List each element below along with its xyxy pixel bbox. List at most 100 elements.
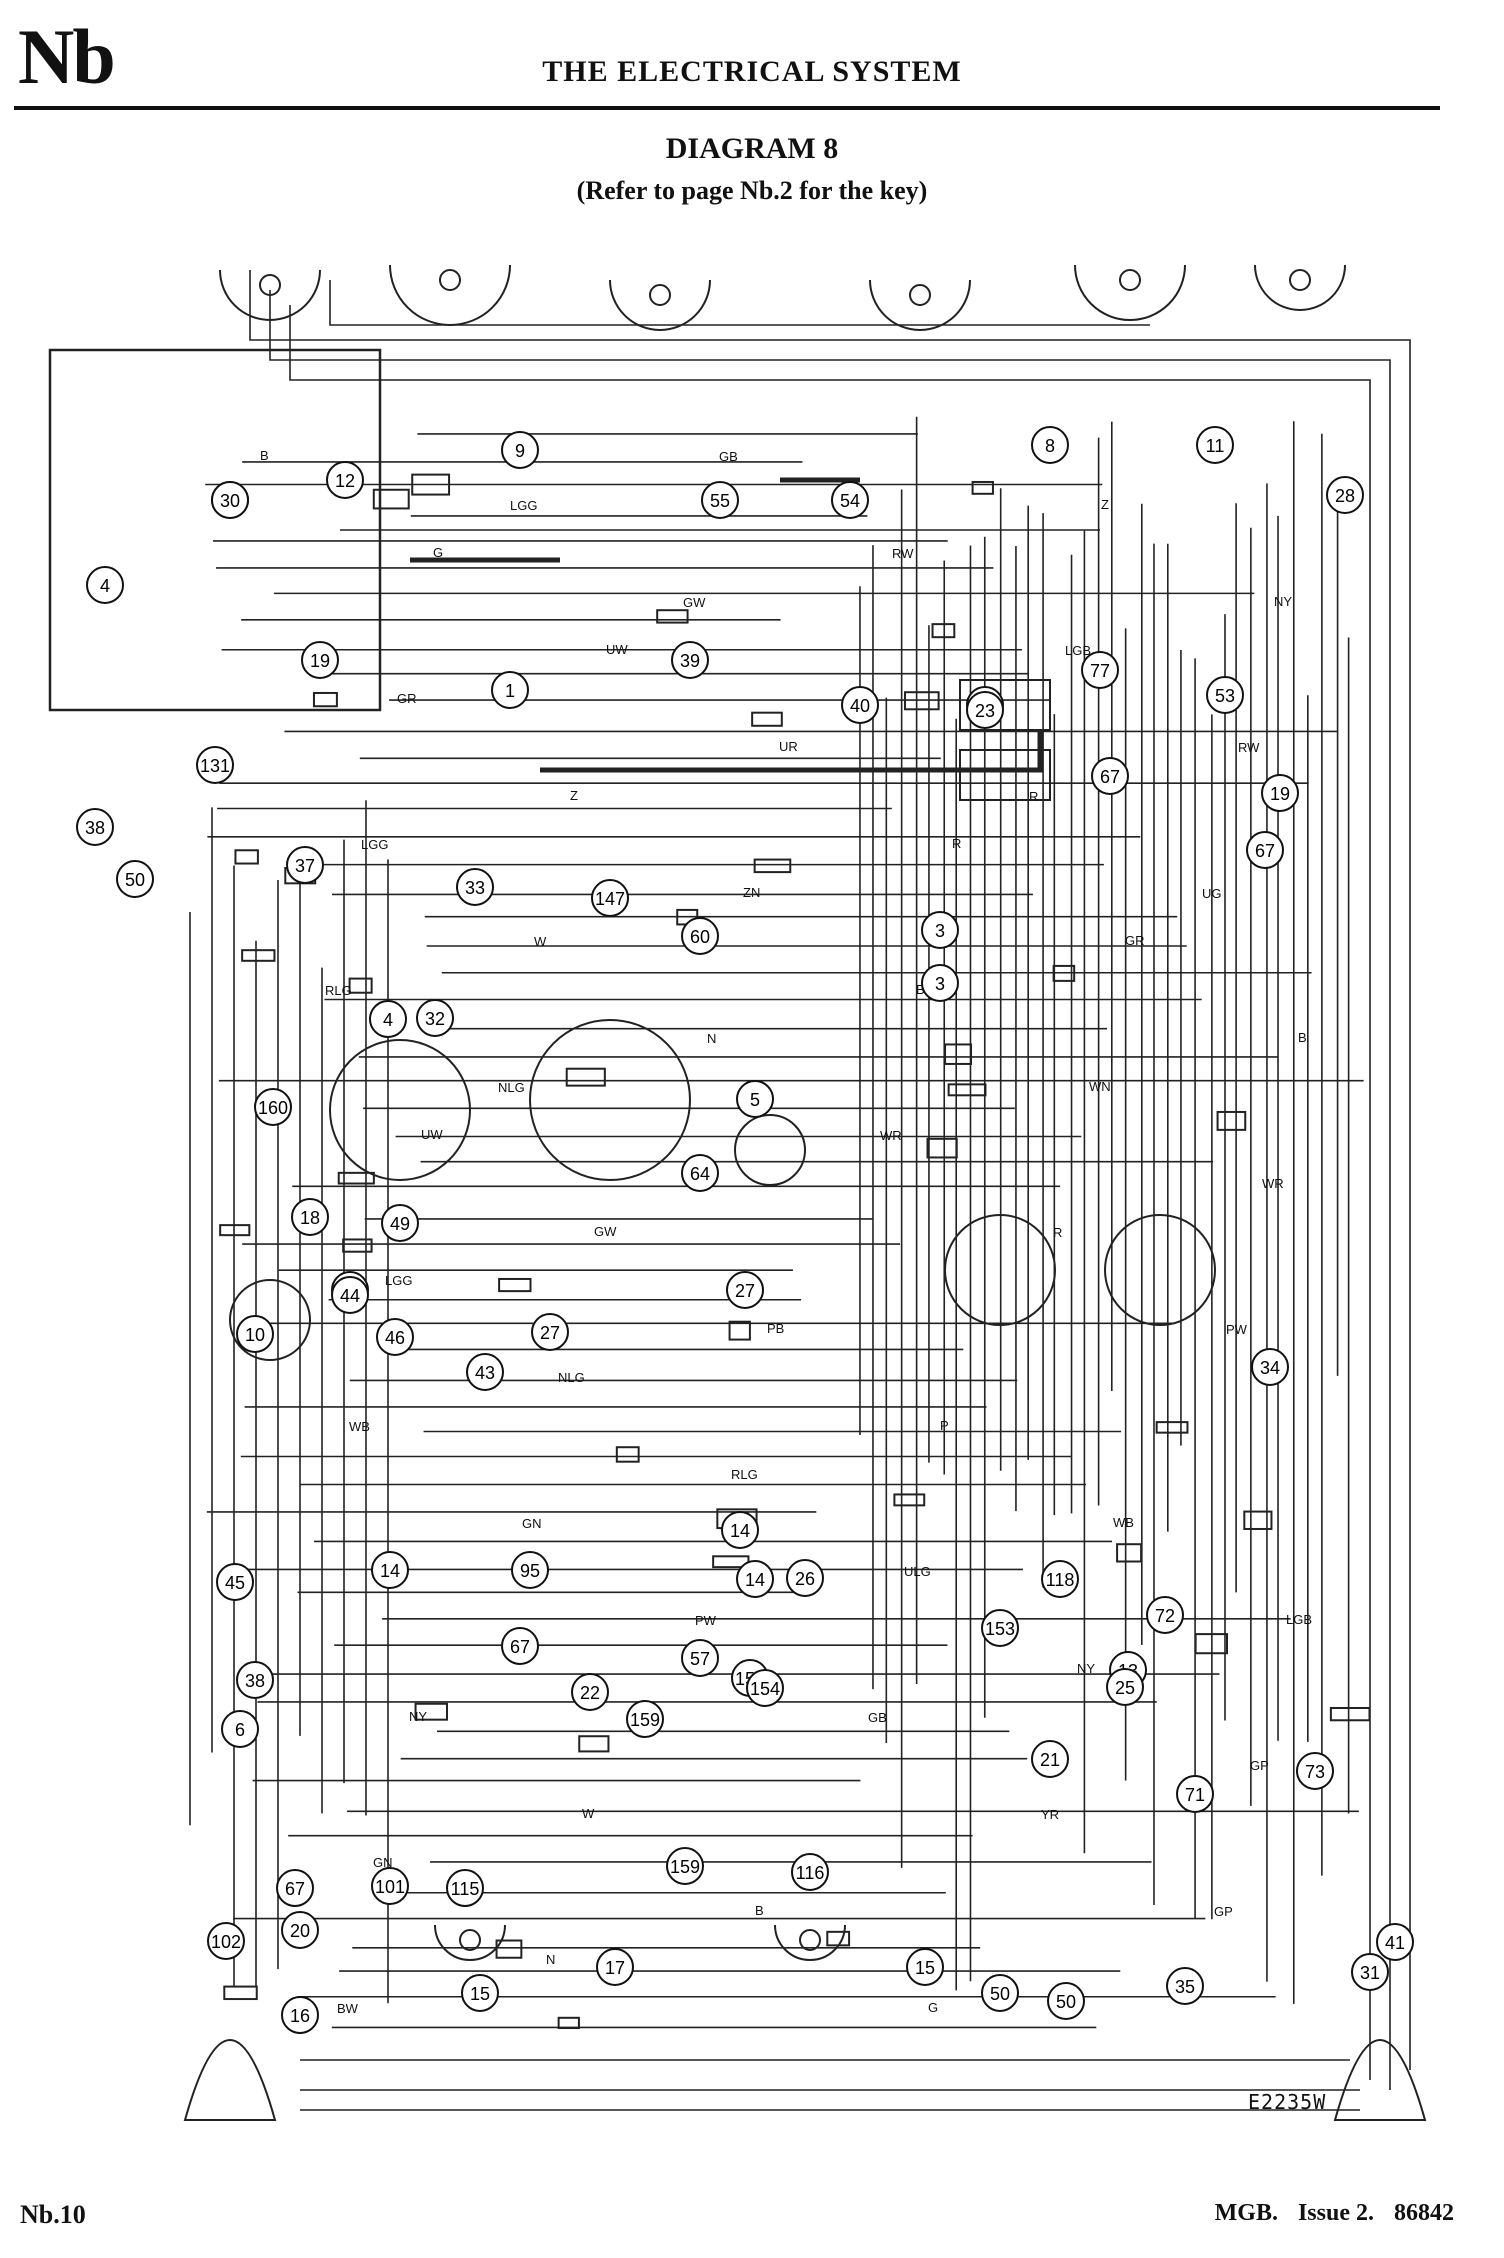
component-callout: 23	[966, 691, 1004, 729]
callout-number: 72	[1155, 1606, 1175, 1626]
callout-number: 102	[211, 1932, 241, 1952]
inset-box	[48, 348, 382, 712]
connector-symbol	[1329, 1706, 1371, 1722]
wire-code-label: BW	[337, 2001, 359, 2016]
callout-number: 33	[465, 878, 485, 898]
callout-number: 12	[335, 471, 355, 491]
component-callout: 19	[301, 641, 339, 679]
connector-symbol	[337, 1171, 375, 1185]
callout-number: 16	[290, 2006, 310, 2026]
gauge-symbol	[734, 1114, 806, 1186]
connector-symbol	[495, 1939, 523, 1959]
wire-code-label: G	[928, 2000, 938, 2015]
component-callout: 53	[1206, 676, 1244, 714]
wire-code-label: WN	[1089, 1079, 1111, 1094]
lamp-symbol	[389, 264, 511, 326]
component-callout: 22	[571, 1673, 609, 1711]
wire-code-label: B	[916, 982, 925, 997]
callout-number: 22	[580, 1683, 600, 1703]
callout-number: 154	[750, 1679, 780, 1699]
component-callout: 15	[461, 1974, 499, 2012]
header-rule	[14, 106, 1440, 110]
component-callout: 38	[236, 1661, 274, 1699]
callout-number: 18	[300, 1208, 320, 1228]
wire-code-label: GN	[373, 1855, 393, 1870]
wire-code-label: PW	[1226, 1322, 1248, 1337]
callout-number: 38	[245, 1671, 265, 1691]
connector-symbol	[348, 977, 373, 994]
component-callout: 14	[371, 1551, 409, 1589]
wire-code-label: RLG	[731, 1467, 758, 1482]
connector-symbol	[578, 1735, 610, 1753]
callout-number: 9	[515, 441, 525, 461]
battery-symbol	[959, 679, 1051, 731]
callout-number: 46	[385, 1328, 405, 1348]
callout-number: 14	[745, 1570, 765, 1590]
callout-number: 50	[125, 870, 145, 890]
callout-number: 3	[935, 921, 945, 941]
component-callout: 8	[1031, 426, 1069, 464]
callout-number: 14	[730, 1521, 750, 1541]
wire-code-label: WB	[1113, 1515, 1134, 1530]
wire-code-label: ULG	[904, 1564, 931, 1579]
callout-number: 35	[1175, 1977, 1195, 1997]
harness-trunk-0	[269, 290, 1391, 2090]
callout-number: 39	[680, 651, 700, 671]
component-callout: 16	[281, 1996, 319, 2034]
component-callout: 15	[906, 1948, 944, 1986]
wire-code-label: LGG	[510, 498, 537, 513]
callout-number: 50	[990, 1984, 1010, 2004]
component-callout: 131	[196, 746, 234, 784]
callout-number: 25	[1115, 1678, 1135, 1698]
connector-symbol	[411, 473, 451, 496]
component-callout: 147	[591, 879, 629, 917]
component-callout: 5	[736, 1080, 774, 1118]
component-callout: 34	[1251, 1348, 1289, 1386]
callout-number: 67	[1255, 841, 1275, 861]
wire-code-label: Z	[570, 788, 578, 803]
callout-number: 26	[795, 1569, 815, 1589]
wire-code-label: RW	[1238, 740, 1260, 755]
wire-code-label: LGG	[361, 837, 388, 852]
wire-code-label: PW	[695, 1613, 717, 1628]
callout-number: 1	[505, 681, 515, 701]
component-callout: 9	[501, 431, 539, 469]
connector-symbol	[1194, 1633, 1229, 1655]
callout-number: 19	[1270, 784, 1290, 804]
lamp-symbol	[869, 279, 971, 331]
wire-code-label: UW	[421, 1127, 443, 1142]
wire-code-label: W	[534, 934, 547, 949]
gauge-symbol	[944, 1214, 1056, 1326]
callout-number: 67	[285, 1879, 305, 1899]
component-callout: 11	[1196, 426, 1234, 464]
connector-symbol	[826, 1930, 851, 1947]
lamp-symbol	[609, 279, 711, 331]
connector-symbol	[372, 488, 410, 510]
footer-issue: Issue 2.	[1297, 2200, 1374, 2226]
wire-code-label: R	[1053, 1225, 1062, 1240]
callout-number: 116	[796, 1863, 825, 1883]
wire-code-label: N	[707, 1031, 716, 1046]
footer-model: MGB.	[1214, 2200, 1278, 2226]
component-callout: 41	[1376, 1923, 1414, 1961]
drawing-reference: E2235W	[1248, 2090, 1327, 2114]
wire-code-label: GN	[522, 1516, 542, 1531]
connector-symbol	[241, 949, 276, 962]
wire-code-label: Z	[1101, 497, 1109, 512]
connector-symbol	[971, 480, 994, 495]
gauge-symbol	[329, 1039, 471, 1181]
diagram-subtitle: (Refer to page Nb.2 for the key)	[576, 176, 928, 205]
wire-code-label: N	[546, 1952, 555, 1967]
component-callout: 50	[981, 1974, 1019, 2012]
component-callout: 1	[491, 671, 529, 709]
connector-symbol	[342, 1238, 373, 1253]
callout-number: 14	[380, 1561, 400, 1581]
wire-code-label: NY	[409, 1709, 427, 1724]
callout-number: 8	[1045, 436, 1055, 456]
harness-trunk-1	[289, 305, 1371, 2080]
callout-number: 77	[1090, 661, 1110, 681]
wire-code-label: R	[952, 836, 961, 851]
component-callout: 45	[216, 1563, 254, 1601]
callout-number: 17	[605, 1958, 625, 1978]
wire-code-label: GP	[1214, 1904, 1233, 1919]
